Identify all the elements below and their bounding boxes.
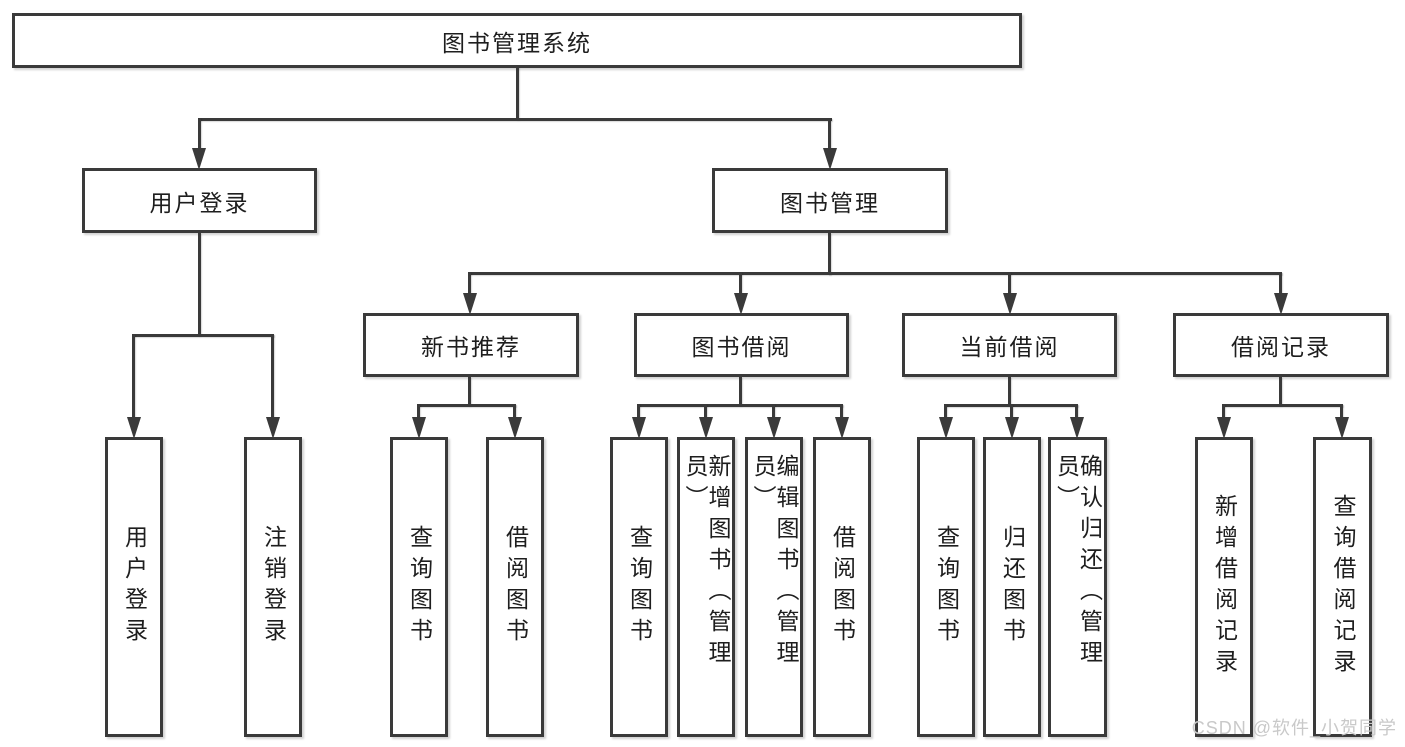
leaf-user-login: 用户登录 bbox=[105, 437, 163, 737]
connector-line bbox=[828, 118, 831, 151]
arrow-down bbox=[835, 417, 849, 439]
arrow-down bbox=[463, 293, 477, 315]
connector-line bbox=[1008, 272, 1011, 295]
connector-line bbox=[1008, 377, 1011, 406]
connector-line bbox=[739, 272, 742, 295]
connector-line bbox=[1075, 404, 1078, 419]
connector-line bbox=[1010, 404, 1013, 419]
arrow-down bbox=[192, 148, 206, 170]
leaf-add-book-admin: 新增图书（管理员） bbox=[677, 437, 735, 737]
arrow-down bbox=[823, 148, 837, 170]
node-user-login: 用户登录 bbox=[82, 168, 317, 233]
arrow-down bbox=[508, 417, 522, 439]
connector-line bbox=[198, 233, 201, 336]
arrow-down bbox=[127, 417, 141, 439]
connector-line bbox=[704, 404, 707, 419]
connector-line bbox=[1340, 404, 1343, 419]
connector-line bbox=[944, 404, 947, 419]
leaf-query-borrow-record: 查询借阅记录 bbox=[1313, 437, 1372, 737]
arrow-down bbox=[1335, 417, 1349, 439]
arrow-down bbox=[1274, 293, 1288, 315]
connector-line bbox=[417, 404, 516, 407]
leaf-query-books-recommend: 查询图书 bbox=[390, 437, 448, 737]
arrow-down bbox=[632, 417, 646, 439]
connector-line bbox=[637, 404, 640, 419]
connector-line bbox=[828, 233, 831, 275]
node-new-book-recommend: 新书推荐 bbox=[363, 313, 579, 377]
connector-line bbox=[1279, 272, 1282, 295]
leaf-query-books-borrowing: 查询图书 bbox=[610, 437, 668, 737]
node-book-management: 图书管理 bbox=[712, 168, 948, 233]
connector-line bbox=[198, 118, 832, 121]
node-current-borrowing: 当前借阅 bbox=[902, 313, 1117, 377]
node-book-borrowing: 图书借阅 bbox=[634, 313, 849, 377]
arrow-down bbox=[699, 417, 713, 439]
connector-line bbox=[417, 404, 420, 419]
connector-line bbox=[1279, 377, 1282, 406]
connector-line bbox=[132, 334, 274, 337]
arrow-down bbox=[1217, 417, 1231, 439]
connector-line bbox=[513, 404, 516, 419]
connector-line bbox=[468, 272, 471, 295]
connector-line bbox=[132, 334, 135, 419]
arrow-down bbox=[939, 417, 953, 439]
leaf-logout: 注销登录 bbox=[244, 437, 302, 737]
leaf-edit-book-admin: 编辑图书（管理员） bbox=[745, 437, 803, 737]
connector-line bbox=[468, 272, 1282, 275]
leaf-return-book: 归还图书 bbox=[983, 437, 1041, 737]
connector-line bbox=[739, 377, 742, 406]
leaf-borrow-books-borrowing: 借阅图书 bbox=[813, 437, 871, 737]
connector-line bbox=[1222, 404, 1343, 407]
leaf-add-borrow-record: 新增借阅记录 bbox=[1195, 437, 1253, 737]
connector-line bbox=[271, 334, 274, 419]
arrow-down bbox=[412, 417, 426, 439]
connector-line bbox=[772, 404, 775, 419]
leaf-query-books-current: 查询图书 bbox=[917, 437, 975, 737]
arrow-down bbox=[266, 417, 280, 439]
arrow-down bbox=[767, 417, 781, 439]
connector-line bbox=[198, 118, 201, 151]
leaf-confirm-return-admin: 确认归还（管理员） bbox=[1048, 437, 1107, 737]
node-root: 图书管理系统 bbox=[12, 13, 1022, 68]
arrow-down bbox=[1003, 293, 1017, 315]
arrow-down bbox=[734, 293, 748, 315]
connector-line bbox=[840, 404, 843, 419]
connector-line bbox=[516, 67, 519, 120]
leaf-borrow-books-recommend: 借阅图书 bbox=[486, 437, 544, 737]
arrow-down bbox=[1070, 417, 1084, 439]
connector-line bbox=[468, 377, 471, 406]
node-borrowing-records: 借阅记录 bbox=[1173, 313, 1389, 377]
arrow-down bbox=[1005, 417, 1019, 439]
watermark: CSDN @软件_小贺同学 bbox=[1191, 718, 1397, 738]
connector-line bbox=[637, 404, 843, 407]
connector-line bbox=[1222, 404, 1225, 419]
